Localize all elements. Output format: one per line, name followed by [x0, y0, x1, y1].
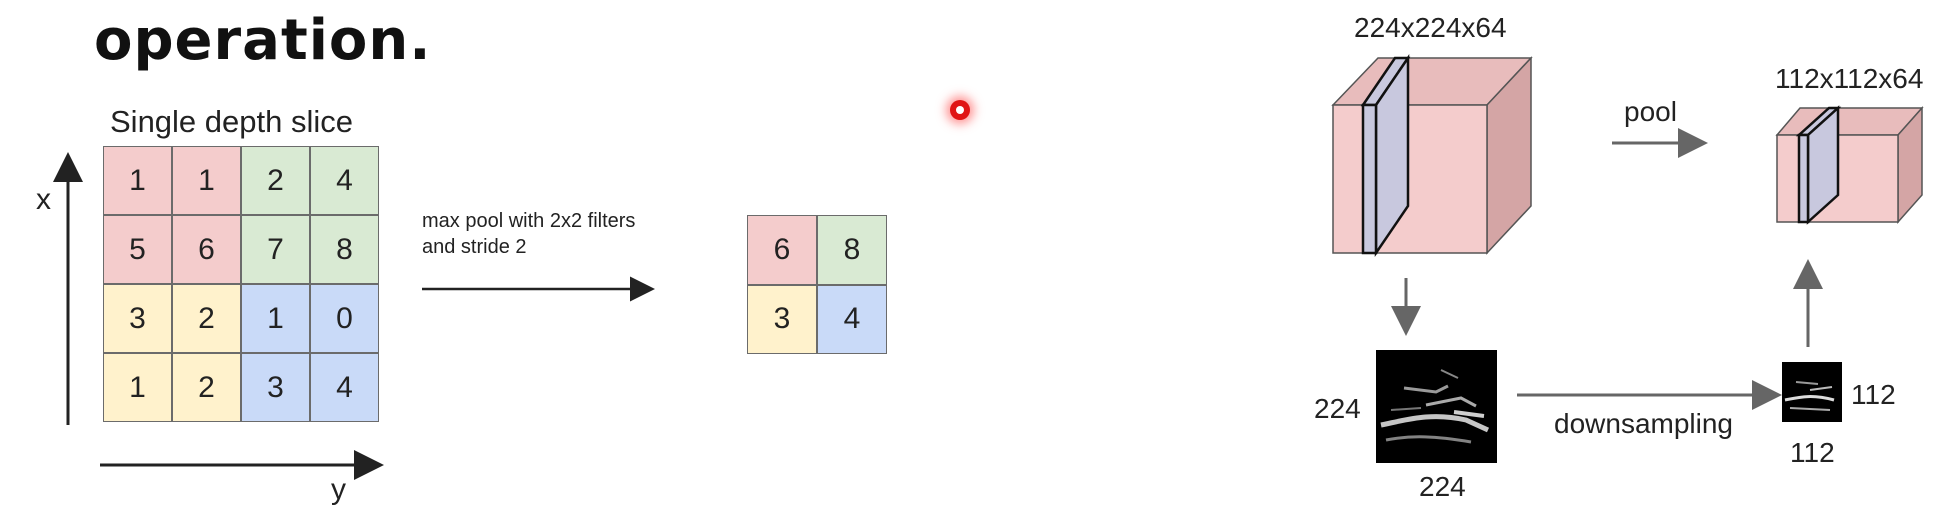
input-grid-cell: 2: [172, 284, 241, 353]
input-volume: [1331, 53, 1533, 258]
input-grid-cell: 1: [241, 284, 310, 353]
output-map-height-label: 112: [1851, 379, 1896, 410]
input-grid-cell: 6: [172, 215, 241, 284]
x-axis-label: x: [36, 183, 51, 216]
input-grid-cell: 1: [103, 353, 172, 422]
output-grid-cell: 3: [747, 284, 817, 354]
input-grid-cell: 7: [241, 215, 310, 284]
input-map-height-label: 224: [1314, 393, 1361, 424]
slide-heading: operation.: [94, 8, 432, 73]
pool-caption: max pool with 2x2 filters and stride 2: [422, 208, 635, 260]
input-grid-cell: 4: [310, 146, 379, 215]
output-grid-cell: 6: [747, 215, 817, 285]
input-map-width-label: 224: [1419, 471, 1466, 502]
output-grid-cell: 8: [817, 215, 887, 285]
output-feature-map-texture: [1784, 381, 1835, 411]
input-grid-cell: 1: [103, 146, 172, 215]
input-grid-cell: 1: [172, 146, 241, 215]
downsampling-label: downsampling: [1554, 408, 1733, 439]
input-grid-cell: 2: [241, 146, 310, 215]
input-grid-cell: 4: [310, 353, 379, 422]
input-grid-cell: 3: [241, 353, 310, 422]
output-volume-label: 112x112x64: [1775, 63, 1924, 94]
input-feature-map-texture: [1380, 369, 1490, 444]
input-grid-cell: 0: [310, 284, 379, 353]
input-volume-label: 224x224x64: [1354, 12, 1507, 43]
laser-pointer-core: [956, 106, 964, 114]
input-feature-map-image: [1376, 350, 1497, 463]
output-grid-cell: 4: [817, 284, 887, 354]
slice-title: Single depth slice: [110, 104, 353, 139]
pool-label: pool: [1624, 96, 1677, 127]
input-grid-cell: 3: [103, 284, 172, 353]
y-axis-label: y: [331, 473, 346, 506]
pool-caption-line1: max pool with 2x2 filters: [422, 210, 636, 232]
input-grid-cell: 2: [172, 353, 241, 422]
output-map-width-label: 112: [1790, 437, 1835, 468]
output-volume: [1775, 105, 1924, 225]
input-grid-cell: 8: [310, 215, 379, 284]
pool-caption-line2: and stride 2: [422, 236, 527, 258]
input-grid-cell: 5: [103, 215, 172, 284]
laser-pointer-icon: [950, 100, 970, 120]
output-feature-map-image: [1782, 362, 1842, 422]
